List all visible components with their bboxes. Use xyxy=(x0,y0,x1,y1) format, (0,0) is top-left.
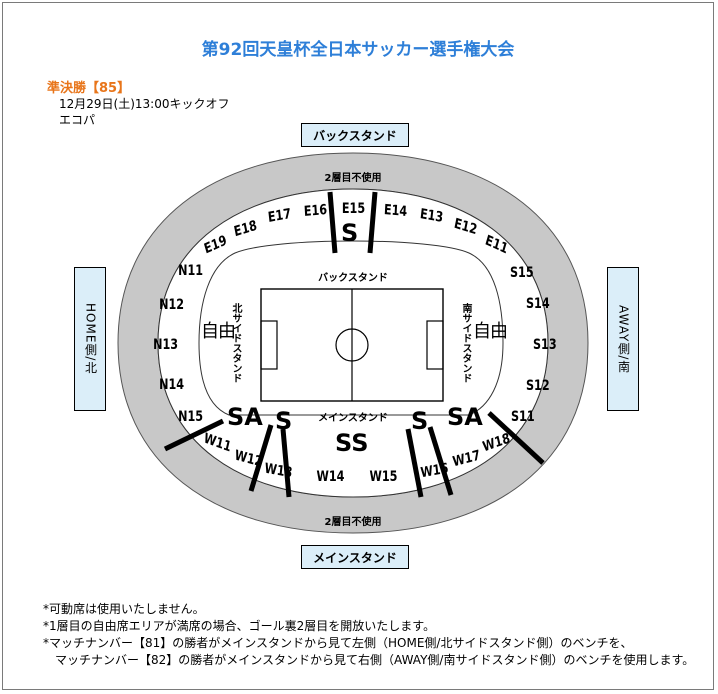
field-main-label: メインスタンド xyxy=(318,413,388,424)
section-e14[interactable]: E14 xyxy=(383,202,408,220)
divider-main-left-3 xyxy=(280,428,292,498)
section-w14[interactable]: W14 xyxy=(316,469,345,485)
north-side-stand-label: 北サイドスタンド xyxy=(230,303,241,383)
note-line: *可動席は使用いたしません。 xyxy=(43,602,205,616)
section-s14[interactable]: S14 xyxy=(525,296,550,312)
free-seat-right: 自由 xyxy=(473,321,508,342)
south-side-stand-label: 南サイドスタンド xyxy=(460,303,471,383)
free-seat-left: 自由 xyxy=(201,321,236,342)
penalty-area-right xyxy=(426,320,444,370)
field-back-label: バックスタンド xyxy=(318,273,388,284)
match-round: 準決勝【85】 xyxy=(47,81,131,96)
penalty-area-left xyxy=(260,320,278,370)
section-n13[interactable]: N13 xyxy=(153,337,179,353)
upper-tier-back-label: 2層目不使用 xyxy=(324,173,382,184)
divider-back-right xyxy=(367,191,378,254)
section-n12[interactable]: N12 xyxy=(159,297,185,313)
section-n15[interactable]: N15 xyxy=(178,409,204,425)
section-n11[interactable]: N11 xyxy=(178,263,204,279)
home-side-label: HOME側/北 xyxy=(74,267,106,411)
main-stand-label: メインスタンド xyxy=(301,545,409,569)
divider-main-left-1 xyxy=(163,418,225,452)
upper-tier-main-label: 2層目不使用 xyxy=(324,517,382,528)
divider-main-right-1 xyxy=(405,428,424,498)
back-stand-label: バックスタンド xyxy=(301,123,409,147)
section-s15[interactable]: S15 xyxy=(509,265,534,281)
zone-dividers xyxy=(163,191,545,498)
zone-sa-right: SA xyxy=(447,403,483,431)
divider-main-left-2 xyxy=(248,424,274,492)
zone-ss: SS xyxy=(335,429,369,457)
zone-s-main-right: S xyxy=(411,407,429,435)
divider-back-left xyxy=(327,191,338,254)
zone-sa-left: SA xyxy=(227,403,263,431)
section-s12[interactable]: S12 xyxy=(525,378,550,394)
inner-boundary xyxy=(198,240,504,416)
section-s13[interactable]: S13 xyxy=(532,337,557,353)
stadium-map xyxy=(117,152,589,534)
notes-block: *可動席は使用いたしません。 *1層目の自由席エリアが満席の場合、ゴール裏2層目… xyxy=(43,601,694,669)
section-e16[interactable]: E16 xyxy=(303,202,328,220)
section-n14[interactable]: N14 xyxy=(159,377,185,393)
divider-main-right-2 xyxy=(427,426,454,496)
note-line: *マッチナンバー【81】の勝者がメインスタンドから見て左側（HOME側/北サイド… xyxy=(43,636,633,650)
section-e15[interactable]: E15 xyxy=(341,201,366,217)
match-datetime: 12月29日(土)13:00キックオフ xyxy=(59,97,230,111)
away-side-label: AWAY側/南 xyxy=(607,267,639,411)
page-title: 第92回天皇杯全日本サッカー選手権大会 xyxy=(201,40,515,60)
note-line: マッチナンバー【82】の勝者がメインスタンドから見て右側（AWAY側/南サイドス… xyxy=(43,653,695,667)
zone-s-back: S xyxy=(341,219,359,247)
center-circle xyxy=(335,328,369,362)
divider-main-right-3 xyxy=(487,411,545,465)
section-w15[interactable]: W15 xyxy=(369,469,398,485)
note-line: *1層目の自由席エリアが満席の場合、ゴール裏2層目を開放いたします。 xyxy=(43,619,436,633)
section-s11[interactable]: S11 xyxy=(510,409,535,425)
zone-s-main-left: S xyxy=(275,407,293,435)
match-venue: エコパ xyxy=(59,113,96,127)
